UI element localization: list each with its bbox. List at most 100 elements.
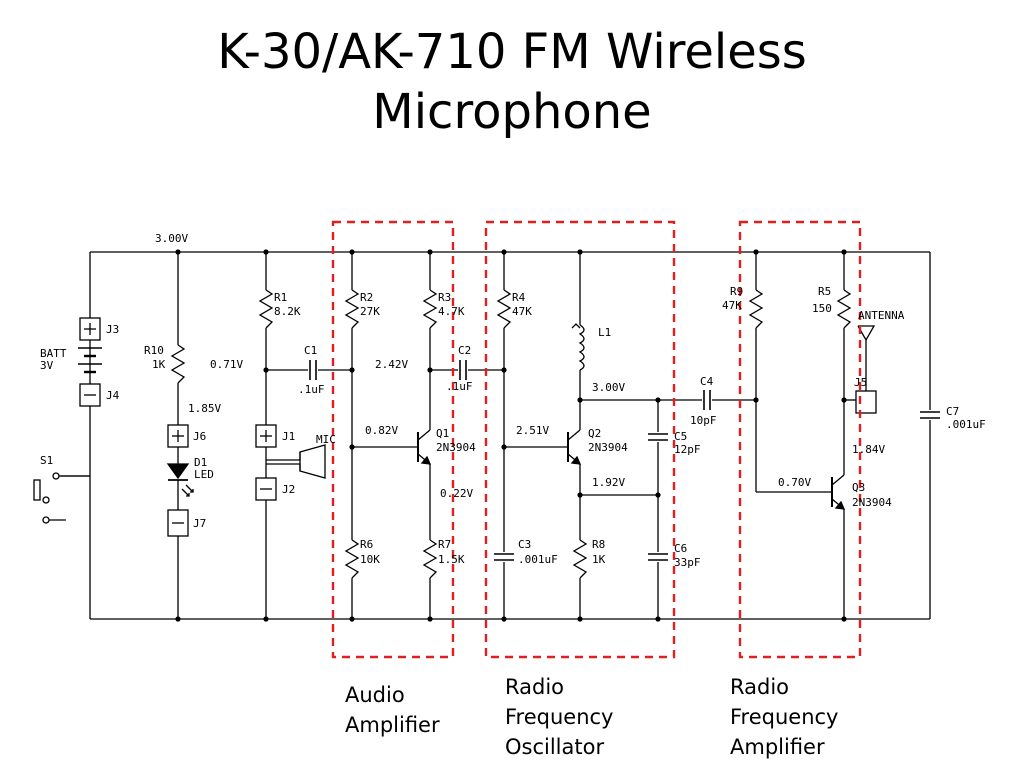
jumper-j2 (255, 477, 277, 501)
label-v-251: 2.51V (516, 424, 549, 437)
label-q2-type: 2N3904 (588, 441, 628, 454)
resistor-r10 (170, 344, 186, 384)
wiring (89, 251, 931, 620)
label-antenna: ANTENNA (858, 309, 905, 322)
caption-audio-line-2: Amplifier (345, 713, 440, 737)
resistors (170, 289, 852, 579)
label-r5: R5 (818, 285, 831, 298)
resistor-r3 (422, 289, 438, 329)
microphone (266, 444, 326, 479)
label-r6-value: 10K (360, 553, 380, 566)
label-batt: BATT (40, 347, 67, 360)
inductor-l1 (571, 323, 585, 371)
label-j7: J7 (193, 517, 206, 530)
label-c7-value: .001uF (946, 418, 986, 431)
resistor-r9 (748, 289, 764, 329)
label-v-300b: 3.00V (592, 381, 625, 394)
label-r9: R9 (730, 285, 743, 298)
label-j1: J1 (282, 430, 295, 443)
jumper-j7 (167, 509, 189, 537)
resistor-r6 (344, 539, 360, 579)
label-d1-type: LED (194, 468, 214, 481)
label-v-192: 1.92V (592, 476, 625, 489)
label-c2-value: .1uF (446, 380, 473, 393)
section-boxes (331, 220, 862, 659)
label-r6: R6 (360, 538, 373, 551)
rf-amplifier-box (738, 220, 862, 659)
label-c5: C5 (674, 430, 687, 443)
label-s1: S1 (40, 454, 53, 467)
antenna (857, 325, 876, 391)
resistor-r7 (422, 539, 438, 579)
label-r3: R3 (438, 291, 451, 304)
label-r1: R1 (274, 291, 287, 304)
label-r4: R4 (512, 291, 526, 304)
label-r2-value: 27K (360, 305, 380, 318)
label-r4-value: 47K (512, 305, 532, 318)
label-q3-type: 2N3904 (852, 496, 892, 509)
label-c3-value: .001uF (518, 553, 558, 566)
label-c6: C6 (674, 542, 687, 555)
label-d1: D1 (194, 456, 207, 469)
label-r8-value: 1K (592, 553, 606, 566)
label-c4: C4 (700, 375, 714, 388)
label-c6-value: 33pF (674, 556, 701, 569)
caption-oscillator-line-1: Radio (505, 675, 565, 699)
label-j6: J6 (193, 430, 206, 443)
label-c7: C7 (946, 405, 959, 418)
label-r7-value: 1.5K (438, 553, 465, 566)
caption-audio-amplifier: Audio Amplifier (345, 680, 440, 740)
label-c5-value: 12pF (674, 443, 701, 456)
slide-title-line-1: K-30/AK-710 FM Wireless (217, 24, 807, 80)
label-batt-value: 3V (40, 359, 54, 372)
caption-oscillator-line-3: Oscillator (505, 735, 605, 759)
label-r2: R2 (360, 291, 373, 304)
label-r8: R8 (592, 538, 605, 551)
label-mic: MIC (316, 433, 336, 446)
caption-oscillator-line-2: Frequency (505, 705, 614, 729)
label-j2: J2 (282, 483, 295, 496)
label-v-242: 2.42V (375, 358, 408, 371)
label-j4: J4 (106, 389, 120, 402)
jumper-j6 (167, 424, 189, 448)
label-c2: C2 (458, 344, 471, 357)
label-r9-value: 47K (722, 299, 742, 312)
transistor-q2 (567, 429, 582, 465)
battery (78, 340, 102, 376)
label-r5-value: 150 (812, 302, 832, 315)
jumper-j3 (79, 317, 101, 341)
label-j5: J5 (854, 376, 867, 389)
caption-rf-amplifier: Radio Frequency Amplifier (730, 672, 839, 762)
label-r3-value: 4.7K (438, 305, 465, 318)
caption-rf-amp-line-2: Frequency (730, 705, 839, 729)
switch-s1 (33, 472, 90, 524)
label-v-070: 0.70V (778, 476, 811, 489)
label-c3: C3 (518, 538, 531, 551)
junction-dots (175, 249, 847, 622)
resistor-r1 (258, 289, 274, 329)
rf-oscillator-box (484, 220, 676, 659)
label-q1-type: 2N3904 (436, 441, 476, 454)
label-r1-value: 8.2K (274, 305, 301, 318)
resistor-r4 (496, 289, 512, 329)
caption-rf-amp-line-3: Amplifier (730, 735, 825, 759)
label-supply-voltage: 3.00V (155, 232, 188, 245)
label-r10-value: 1K (152, 358, 166, 371)
caption-rf-amp-line-1: Radio (730, 675, 790, 699)
label-v-082: 0.82V (365, 424, 398, 437)
caption-rf-oscillator: Radio Frequency Oscillator (505, 672, 614, 762)
label-l1: L1 (598, 326, 611, 339)
audio-amplifier-box (331, 220, 455, 659)
slide-title-line-2: Microphone (372, 84, 652, 140)
resistor-r2 (344, 289, 360, 329)
transistor-q3 (831, 474, 846, 510)
label-j3: J3 (106, 323, 119, 336)
label-v-185: 1.85V (188, 402, 221, 415)
resistor-r5 (836, 289, 852, 329)
label-c4-value: 10pF (690, 414, 717, 427)
caption-audio-line-1: Audio (345, 683, 405, 707)
label-c1-value: .1uF (298, 383, 325, 396)
connector-boxes (79, 317, 877, 537)
label-v-071: 0.71V (210, 358, 243, 371)
